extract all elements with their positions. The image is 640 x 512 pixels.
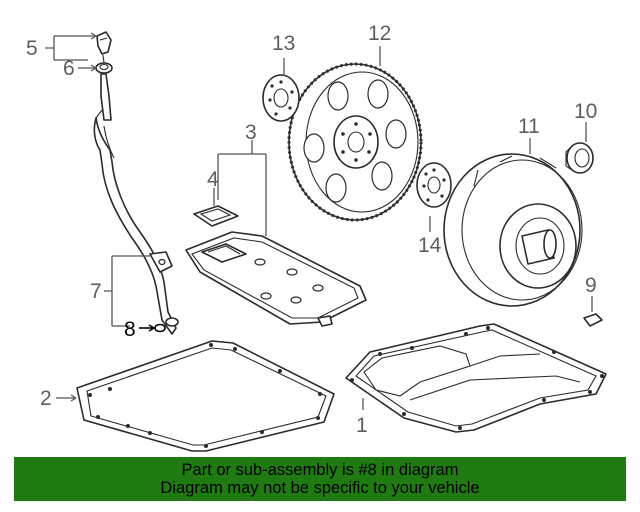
- callout-labels: 5 6 7 8 2 3 4 13 12 14 11 10 9 1: [26, 22, 597, 437]
- oil-strainer: [185, 231, 367, 327]
- callout-9[interactable]: 9: [585, 274, 597, 297]
- callout-2[interactable]: 2: [40, 387, 52, 410]
- oil-pan: [345, 323, 607, 433]
- front-spacer-plate: [416, 162, 452, 208]
- callout-10[interactable]: 10: [574, 100, 597, 123]
- notice-banner: Part or sub-assembly is #8 in diagram Di…: [14, 457, 626, 501]
- o-ring-part-8[interactable]: [154, 323, 166, 333]
- callout-14[interactable]: 14: [418, 234, 442, 257]
- callout-4[interactable]: 4: [207, 168, 219, 191]
- callout-11[interactable]: 11: [518, 115, 540, 138]
- callout-5[interactable]: 5: [26, 37, 38, 60]
- converter-seal: [565, 142, 594, 174]
- callout-1[interactable]: 1: [356, 414, 368, 437]
- banner-line-1: Part or sub-assembly is #8 in diagram: [181, 461, 459, 479]
- rear-spacer-plate: [262, 74, 300, 122]
- dipstick-assembly: [93, 31, 179, 335]
- callout-6[interactable]: 6: [63, 57, 75, 80]
- callout-12[interactable]: 12: [368, 22, 391, 45]
- banner-line-2: Diagram may not be specific to your vehi…: [160, 479, 480, 497]
- callout-7[interactable]: 7: [90, 280, 102, 303]
- torque-converter: [443, 153, 583, 307]
- leader-lines: [45, 32, 593, 410]
- callout-13[interactable]: 13: [272, 32, 295, 55]
- drive-plate: [287, 62, 423, 222]
- drain-plug: [583, 313, 603, 327]
- oil-pan-gasket: [76, 340, 335, 452]
- callout-3[interactable]: 3: [245, 121, 257, 144]
- parts-diagram: 5 6 7 8 2 3 4 13 12 14 11 10 9 1: [26, 22, 607, 452]
- strainer-gasket: [193, 205, 239, 227]
- callout-8[interactable]: 8: [124, 318, 136, 341]
